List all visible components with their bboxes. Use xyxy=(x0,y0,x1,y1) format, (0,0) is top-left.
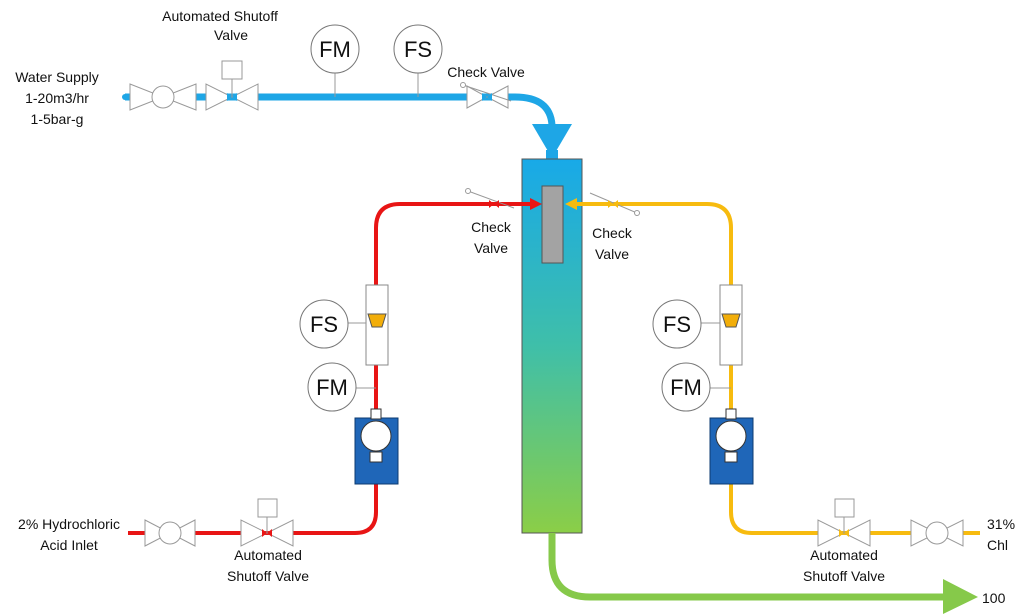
acid-inlet-label-line2: Acid Inlet xyxy=(40,537,98,553)
water-shutoff-label-line2: Valve xyxy=(214,27,248,43)
acid-rotameter[interactable] xyxy=(365,284,389,366)
acid-check-label-line1: Check xyxy=(471,219,512,235)
product-outlet-line: 100 xyxy=(548,533,1006,614)
water-shutoff-label-line1: Automated Shutoff xyxy=(162,8,278,24)
water-flowswitch-label: FS xyxy=(404,37,432,62)
acid-shutoff-label-line2: Shutoff Valve xyxy=(227,568,309,584)
acid-manual-valve[interactable] xyxy=(144,519,196,547)
mixing-element xyxy=(541,185,564,264)
acid-flowmeter[interactable]: FM xyxy=(307,362,357,412)
water-inlet-label-line3: 1-5bar-g xyxy=(31,111,84,127)
water-check-valve[interactable] xyxy=(460,82,512,109)
water-automated-shutoff-valve[interactable] xyxy=(205,60,259,111)
acid-check-label-line2: Valve xyxy=(474,240,508,256)
hypo-injection-arrow xyxy=(565,198,577,210)
water-flowmeter[interactable]: FM xyxy=(310,24,360,74)
product-pipe xyxy=(548,533,955,601)
hypo-check-valve-label: Check Valve xyxy=(592,225,633,262)
acid-inlet-label-line1: 2% Hydrochloric xyxy=(18,516,120,532)
water-flowswitch[interactable]: FS xyxy=(393,24,443,74)
acid-flowswitch-label: FS xyxy=(310,312,338,337)
water-supply-line: Automated Shutoff Valve FM FS Check Valv… xyxy=(15,8,572,160)
hypo-shutoff-label-line2: Shutoff Valve xyxy=(803,568,885,584)
hypo-rotameter[interactable] xyxy=(719,284,743,366)
hypo-automated-shutoff-valve[interactable] xyxy=(817,498,871,547)
water-shutoff-label: Automated Shutoff Valve xyxy=(162,8,278,43)
hypo-check-label-line2: Valve xyxy=(595,246,629,262)
hypo-inlet-label-line2: Chl xyxy=(987,537,1008,553)
hypo-pipe xyxy=(576,202,980,535)
water-check-valve-label: Check Valve xyxy=(447,64,525,80)
hypo-dosing-pump[interactable] xyxy=(709,408,754,485)
water-inlet-label-line1: Water Supply xyxy=(15,69,99,85)
water-pipe xyxy=(125,93,556,126)
hypo-flowswitch-label: FS xyxy=(663,312,691,337)
hypo-flowmeter-label: FM xyxy=(670,375,702,400)
water-funnel-neck xyxy=(546,150,558,160)
acid-automated-shutoff-valve[interactable] xyxy=(240,498,294,547)
mixing-column xyxy=(521,158,583,534)
acid-dosing-pump[interactable] xyxy=(354,408,399,485)
hypo-manual-valve[interactable] xyxy=(910,519,964,547)
acid-check-valve-label: Check Valve xyxy=(471,219,512,256)
water-flowmeter-label: FM xyxy=(319,37,351,62)
product-outlet-arrow xyxy=(943,579,978,614)
hypo-shutoff-label: Automated Shutoff Valve xyxy=(803,547,885,584)
water-inlet-label-line2: 1-20m3/hr xyxy=(25,90,89,106)
acid-line: Automated Shutoff Valve 2% Hydrochloric … xyxy=(18,188,542,584)
hypo-inlet-label: 31% Chl xyxy=(987,516,1015,553)
water-inlet-label: Water Supply 1-20m3/hr 1-5bar-g xyxy=(15,69,99,127)
hypo-shutoff-label-line1: Automated xyxy=(810,547,878,563)
acid-injection-arrow xyxy=(530,198,542,210)
hypo-check-valve[interactable] xyxy=(589,192,640,216)
hypo-inlet-label-line1: 31% xyxy=(987,516,1015,532)
product-outlet-label: 100 xyxy=(982,590,1006,606)
acid-pipe xyxy=(128,202,530,535)
acid-shutoff-label: Automated Shutoff Valve xyxy=(227,547,309,584)
water-inlet-cap xyxy=(122,94,128,100)
hypo-check-label-line1: Check xyxy=(592,225,633,241)
acid-flowswitch[interactable]: FS xyxy=(299,299,349,349)
acid-inlet-label: 2% Hydrochloric Acid Inlet xyxy=(18,516,120,553)
water-manual-valve[interactable] xyxy=(129,83,197,111)
acid-shutoff-label-line1: Automated xyxy=(234,547,302,563)
acid-flowmeter-label: FM xyxy=(316,375,348,400)
hypo-flowmeter[interactable]: FM xyxy=(661,362,711,412)
acid-check-valve[interactable] xyxy=(465,188,515,209)
hypo-flowswitch[interactable]: FS xyxy=(652,299,702,349)
hypochlorite-line: Check Valve FS FM xyxy=(565,192,1015,584)
water-inlet-funnel xyxy=(532,124,572,158)
